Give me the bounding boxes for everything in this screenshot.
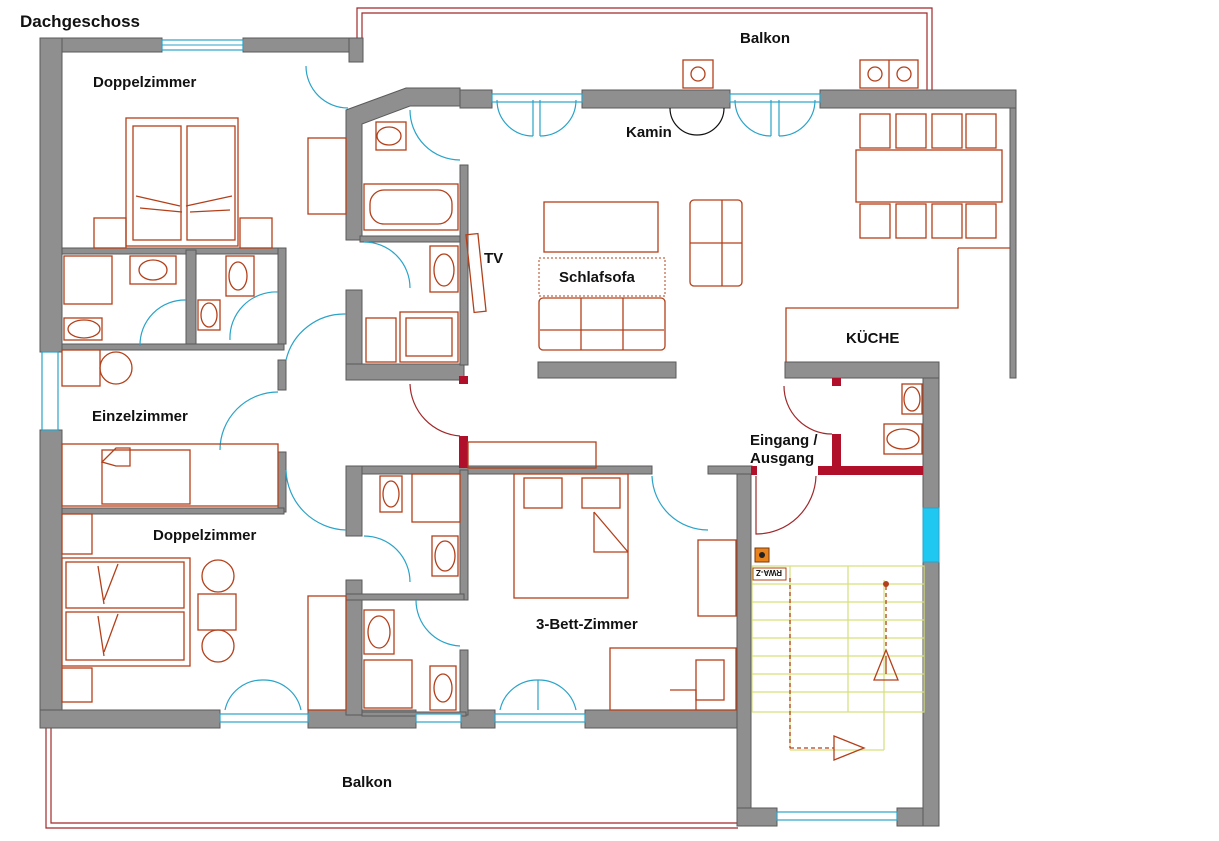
label-balkon-bottom: Balkon bbox=[342, 774, 392, 791]
staircase bbox=[751, 565, 925, 761]
balcony-outline-top bbox=[356, 7, 933, 90]
label-einzelzimmer: Einzelzimmer bbox=[92, 408, 188, 425]
label-doppelzimmer-1: Doppelzimmer bbox=[93, 74, 197, 91]
furniture-doppelzimmer-1 bbox=[93, 117, 347, 249]
label-kueche: KÜCHE bbox=[846, 330, 899, 347]
doors bbox=[139, 65, 833, 711]
chimneys bbox=[682, 59, 919, 89]
label-kamin: Kamin bbox=[626, 124, 672, 141]
furniture-3-bett-zimmer bbox=[467, 441, 737, 711]
label-ausgang: Ausgang bbox=[750, 450, 814, 467]
fireplace bbox=[669, 107, 725, 136]
furniture-bathrooms bbox=[63, 121, 923, 711]
furniture-kitchen bbox=[785, 113, 1010, 362]
label-3-bett-zimmer: 3-Bett-Zimmer bbox=[536, 616, 638, 633]
label-doppelzimmer-2: Doppelzimmer bbox=[153, 527, 257, 544]
furniture-living bbox=[465, 199, 743, 351]
rwa-label: RWA-Z bbox=[756, 568, 782, 577]
balcony-outline-bottom bbox=[45, 725, 738, 829]
windows bbox=[41, 39, 940, 821]
label-eingang: Eingang / bbox=[750, 432, 818, 449]
label-balkon-top: Balkon bbox=[740, 30, 790, 47]
page-title: Dachgeschoss bbox=[20, 12, 140, 31]
walls bbox=[39, 37, 1017, 827]
furniture-einzelzimmer bbox=[61, 349, 279, 507]
accent-walls bbox=[459, 376, 923, 475]
rwa-switch bbox=[752, 547, 787, 581]
label-schlafsofa: Schlafsofa bbox=[559, 269, 636, 286]
label-tv: TV bbox=[484, 250, 503, 267]
furniture-doppelzimmer-2 bbox=[61, 513, 347, 711]
